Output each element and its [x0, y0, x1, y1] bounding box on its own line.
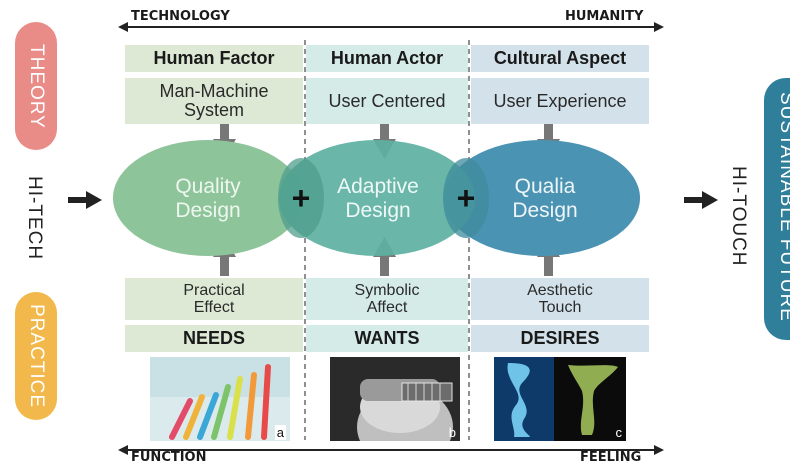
practice-cell-symbolic-affect: Symbolic Affect: [306, 278, 468, 320]
overlap-left: [278, 158, 324, 238]
header-cultural-aspect: Cultural Aspect: [471, 45, 649, 72]
design-line: Qualia: [514, 175, 576, 198]
toothbrushes-photo: a: [150, 357, 290, 441]
hi-tech-label: HI-TECH: [24, 176, 45, 261]
practice-line: Touch: [538, 299, 582, 316]
photo-letter: b: [448, 425, 456, 440]
practice-line: Affect: [366, 299, 408, 316]
practice-cell-practical-effect: Practical Effect: [125, 278, 303, 320]
theory-line: System: [183, 100, 244, 120]
theory-pill: THEORY: [15, 22, 57, 150]
axis-label-technology: TECHNOLOGY: [131, 9, 230, 24]
toothbrushes-illustration: [150, 357, 290, 441]
headset-illustration: [330, 357, 460, 441]
headset-photo: b: [330, 357, 460, 441]
quality-design-label: Quality Design: [128, 172, 288, 226]
wants-label: WANTS: [306, 325, 468, 352]
theory-cell-user-centered: User Centered: [306, 78, 468, 124]
design-line: Design: [512, 199, 578, 222]
design-line: Quality: [175, 175, 241, 198]
adaptive-design-ellipse: [279, 140, 475, 256]
column-divider-2: [468, 40, 470, 440]
practice-line: Aesthetic: [527, 282, 593, 299]
vases-photo: c: [494, 357, 626, 441]
theory-cell-user-experience: User Experience: [471, 78, 649, 124]
right-arrow-icon: [68, 191, 102, 209]
design-line: Adaptive: [337, 175, 419, 198]
quality-design-ellipse: [113, 140, 303, 256]
theory-line: Man-Machine: [159, 81, 269, 101]
vases-illustration: [494, 357, 626, 441]
hi-touch-label: HI-TOUCH: [728, 166, 749, 267]
photo-letter: a: [274, 425, 286, 440]
header-human-factor: Human Factor: [125, 45, 303, 72]
top-axis-arrow: [118, 22, 664, 32]
bottom-axis-arrow: [118, 445, 664, 455]
axis-label-humanity: HUMANITY: [565, 9, 644, 24]
adaptive-design-label: Adaptive Design: [303, 172, 453, 226]
plus-icon: +: [291, 179, 311, 216]
plus-icon: +: [456, 179, 476, 216]
right-arrow-icon: [684, 191, 718, 209]
photo-letter: c: [615, 425, 623, 440]
column-divider-1: [304, 40, 306, 440]
practice-line: Practical: [183, 282, 245, 299]
header-human-actor: Human Actor: [306, 45, 468, 72]
qualia-design-ellipse: [444, 140, 640, 256]
desires-label: DESIRES: [471, 325, 649, 352]
practice-cell-aesthetic-touch: Aesthetic Touch: [471, 278, 649, 320]
axis-label-function: FUNCTION: [131, 450, 207, 465]
design-line: Design: [345, 199, 411, 222]
qualia-design-label: Qualia Design: [470, 172, 620, 226]
practice-line: Effect: [193, 299, 235, 316]
practice-pill: PRACTICE: [15, 292, 57, 420]
needs-label: NEEDS: [125, 325, 303, 352]
overlap-right: [443, 158, 489, 238]
theory-cell-man-machine: Man-Machine System: [125, 78, 303, 124]
axis-label-feeling: FEELING: [580, 450, 642, 465]
practice-line: Symbolic: [354, 282, 420, 299]
sustainable-future-pill: SUSTAINABLE FUTURE: [764, 78, 790, 340]
design-line: Design: [175, 199, 241, 222]
